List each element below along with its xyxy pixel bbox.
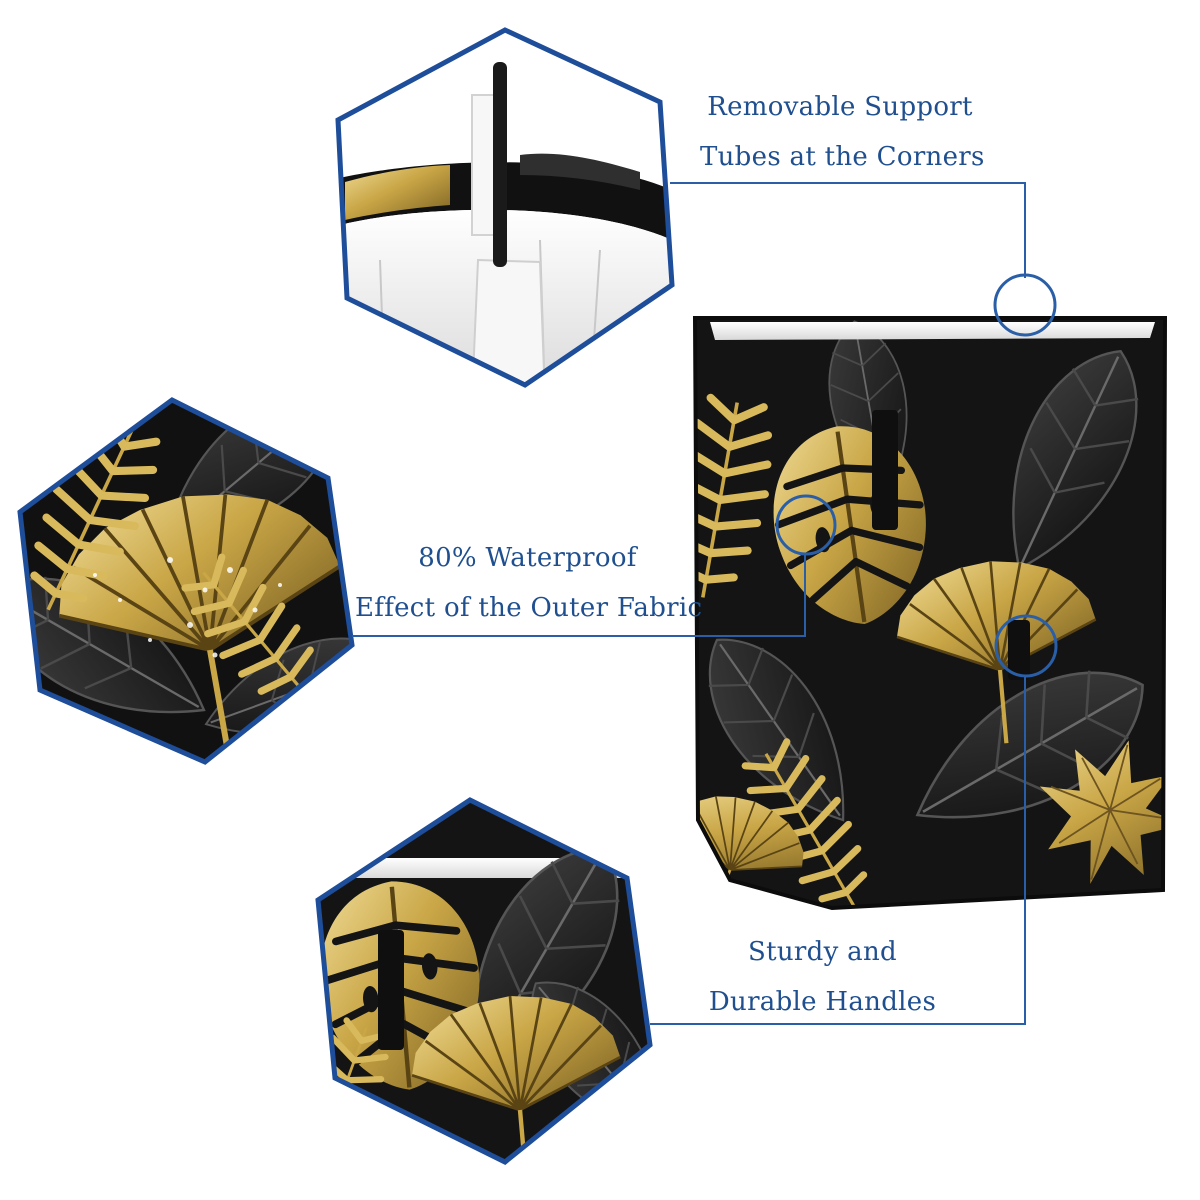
waterproof-caption: 80% Waterproof Effect of the Outer Fabri…	[355, 533, 703, 633]
waterproof-highlight-circle	[775, 494, 837, 556]
waterproof-callout-line	[352, 553, 806, 637]
water-droplets	[93, 557, 282, 658]
hexagon-frame	[335, 27, 675, 388]
support-tube	[493, 62, 507, 267]
waterproof-caption-line2: Effect of the Outer Fabric	[355, 593, 703, 623]
hamper-handle-strap	[1008, 620, 1030, 680]
support-tubes-caption-line1: Removable Support	[707, 92, 973, 122]
support-tubes-callout-line	[670, 182, 1026, 278]
waterproof-caption-line1: 80% Waterproof	[418, 543, 637, 573]
handles-caption: Sturdy and Durable Handles	[705, 927, 940, 1027]
handle-strap	[378, 930, 404, 1050]
hexagon-frame	[315, 797, 653, 1165]
handles-closeup	[315, 797, 653, 1165]
support-tubes-caption-line2: Tubes at the Corners	[700, 142, 985, 172]
hamper-liner-rim	[710, 322, 1155, 340]
hexagon-frame	[17, 397, 355, 765]
handles-callout-line	[650, 676, 1026, 1025]
waterproof-fabric-closeup	[17, 397, 355, 765]
support-tubes-highlight-circle	[993, 273, 1057, 337]
hamper-handle-strap	[872, 410, 898, 530]
laundry-hamper	[692, 316, 1168, 911]
handles-caption-line2: Durable Handles	[708, 987, 937, 1017]
handles-highlight-circle	[994, 614, 1058, 678]
support-tube-closeup	[335, 27, 675, 388]
callout-lines	[352, 182, 1058, 1025]
support-tubes-caption: Removable Support Tubes at the Corners	[700, 82, 985, 182]
handles-caption-line1: Sturdy and	[748, 937, 897, 967]
